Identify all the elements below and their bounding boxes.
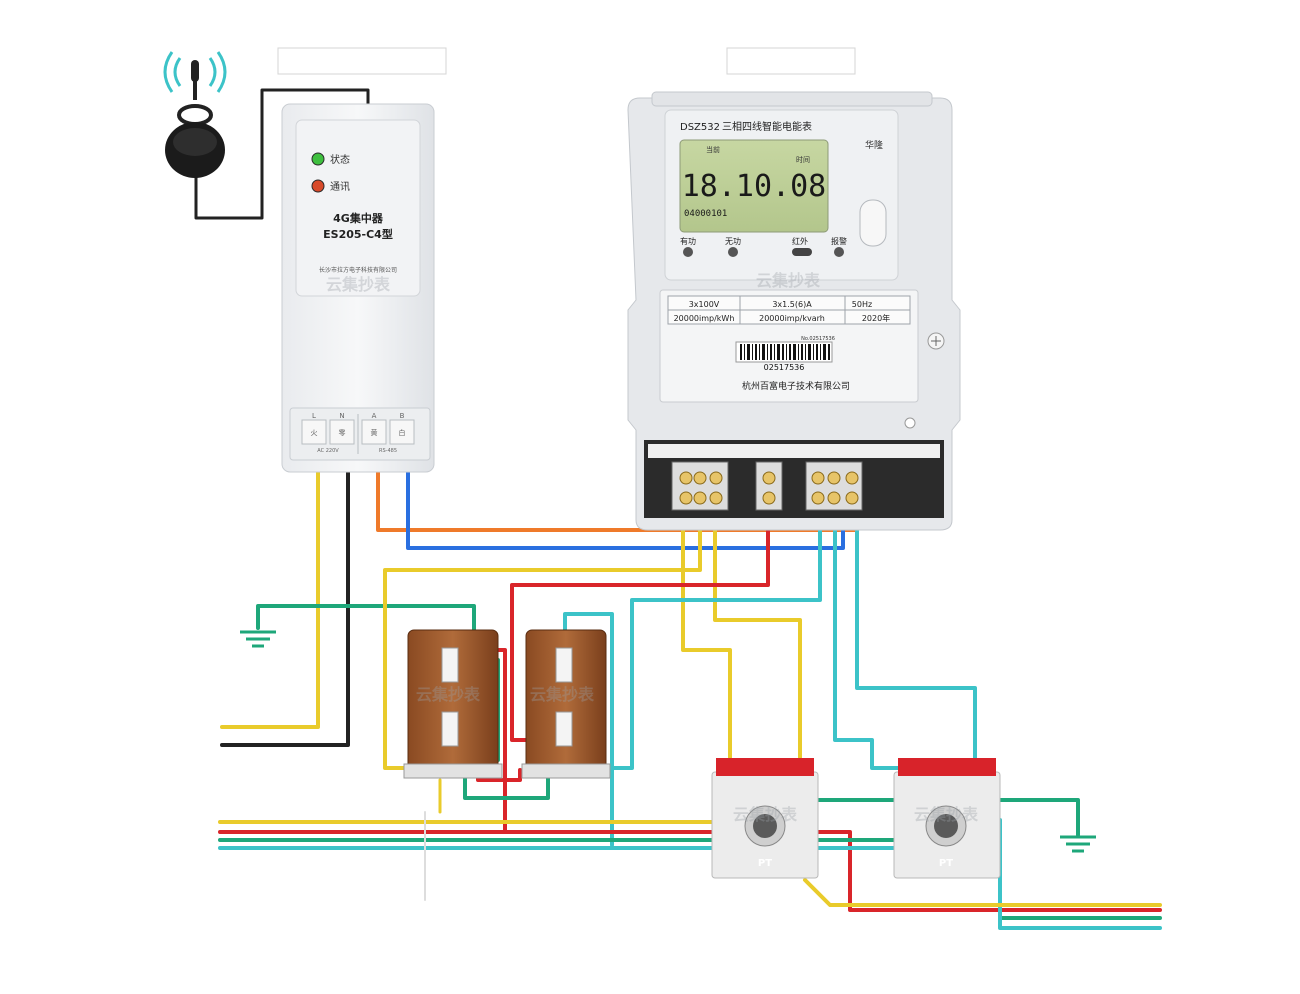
concentrator-company: 长沙市拉方电子科技有限公司: [319, 266, 397, 274]
wire-yellow-3: [713, 513, 802, 770]
indicator-infrared: 红外: [792, 236, 808, 246]
terminal-top-b: B: [400, 412, 405, 420]
spec-voltage: 3x100V: [689, 300, 720, 309]
display-value: 18.10.08: [682, 169, 827, 204]
indicator-reactive: 无功: [725, 236, 741, 246]
spec-kwh: 20000imp/kWh: [674, 314, 735, 323]
terminal-label-3: 黄: [371, 428, 378, 437]
wire-yellow-2: [681, 513, 732, 770]
meter-caption-box: [726, 47, 856, 75]
meter-manufacturer: 杭州百富电子技术有限公司: [742, 380, 850, 392]
concentrator-texts: 状态 通讯 4G集中器 ES205-C4型 长沙市拉方电子科技有限公司 L N …: [311, 153, 406, 454]
pt-unit-1: [711, 758, 819, 879]
ground-symbol-left: [240, 630, 276, 648]
comm-label: 通讯: [330, 181, 350, 193]
indicator-alarm: 报警: [831, 236, 847, 246]
display-top-left: 当前: [706, 145, 720, 154]
pt-label-2: PT: [939, 858, 953, 869]
watermark-4: 云集抄表: [530, 685, 595, 704]
concentrator-model: ES205-C4型: [323, 227, 393, 241]
display-code: 04000101: [684, 209, 727, 219]
wire-ground-left: [256, 604, 476, 652]
status-led: [311, 152, 325, 166]
concentrator-caption-box: [277, 47, 447, 75]
watermark-5: 云集抄表: [733, 805, 798, 824]
comm-led: [311, 179, 325, 193]
watermark-2: 云集抄表: [756, 271, 821, 290]
meter-device: [627, 91, 961, 531]
concentrator-title: 4G集中器: [333, 211, 384, 225]
meter-model: DSZ532: [680, 122, 720, 133]
current-transformer-2: [521, 629, 611, 779]
antenna-cable: [194, 88, 370, 220]
spec-year: 2020年: [862, 313, 890, 323]
bus-yellow-out: [803, 878, 1162, 907]
meter-texts: DSZ532 三相四线智能电能表 华隆 当前 时间 18.10.08 04000…: [674, 120, 891, 392]
watermark-3: 云集抄表: [416, 685, 481, 704]
wire-cyan-1: [583, 513, 822, 770]
meter-brand: 华隆: [865, 139, 883, 151]
wire-yellow-1: [383, 513, 702, 770]
concentrator-device: [281, 103, 435, 473]
pt-texts: PT PT: [758, 858, 953, 869]
watermarks: 云集抄表 云集抄表 云集抄表 云集抄表 云集抄表 云集抄表: [326, 271, 979, 824]
bus-red: [218, 830, 1162, 912]
indicator-active: 有功: [680, 236, 696, 246]
pt-label-1: PT: [758, 858, 772, 869]
watermark-6: 云集抄表: [914, 805, 979, 824]
spec-kvarh: 20000imp/kvarh: [759, 314, 825, 323]
ground-symbol-right: [1060, 835, 1096, 853]
wire-l-yellow: [220, 468, 320, 729]
bus-yellow: [218, 808, 762, 824]
display-time-label: 时间: [796, 155, 810, 164]
watermark-1: 云集抄表: [326, 275, 391, 294]
meter-type: 三相四线智能电能表: [722, 120, 812, 133]
wire-n-black: [220, 468, 350, 747]
serial-small: No.02517536: [801, 336, 835, 342]
terminal-rs485: RS-485: [379, 448, 397, 454]
terminal-top-n: N: [339, 412, 344, 420]
spec-frequency: 50Hz: [852, 300, 872, 309]
terminal-label-1: 火: [311, 429, 318, 437]
wire-cyan-3: [855, 513, 977, 772]
terminal-ac: AC 220V: [317, 448, 339, 454]
wire-cyan-2: [833, 513, 912, 770]
barcode: [740, 344, 830, 360]
terminal-label-4: 白: [399, 428, 406, 437]
wireless-antenna-icon: [163, 51, 227, 178]
terminal-label-2: 零: [339, 429, 346, 437]
current-transformer-1: [403, 629, 503, 779]
pt-unit-2: [893, 758, 1001, 879]
status-label: 状态: [330, 153, 350, 166]
serial-number: 02517536: [764, 363, 805, 372]
terminal-top-l: L: [312, 412, 316, 420]
wire-green-ct2: [463, 768, 550, 800]
spec-current: 3x1.5(6)A: [772, 300, 812, 309]
terminal-top-a: A: [372, 412, 377, 420]
